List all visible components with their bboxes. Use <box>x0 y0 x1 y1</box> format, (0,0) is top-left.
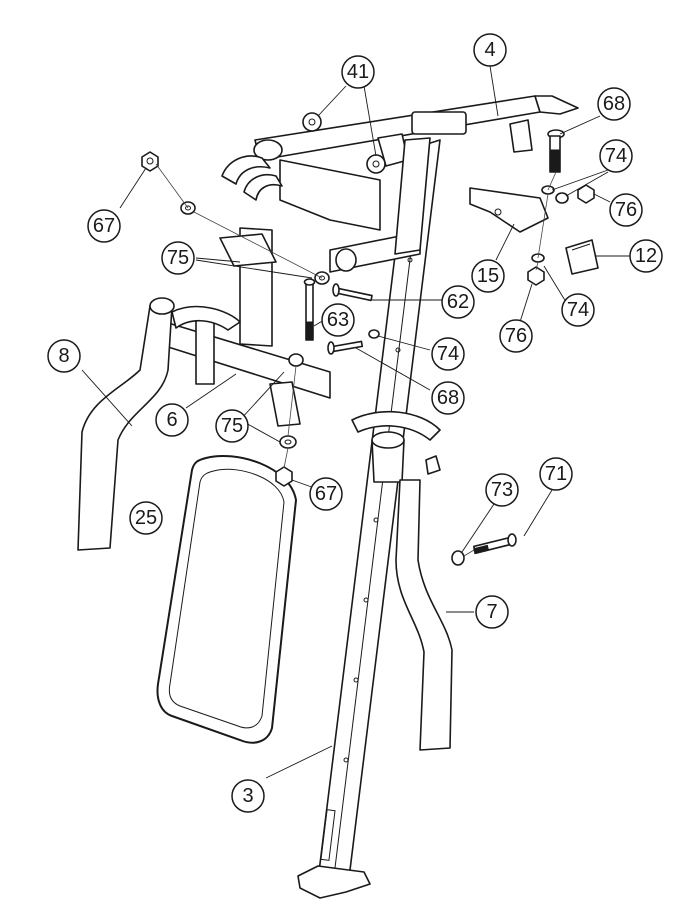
callout-7: 7 <box>475 595 509 629</box>
callout-74-mid-label: 74 <box>437 343 459 365</box>
callout-74-top-label: 74 <box>605 145 627 167</box>
alignment-lines <box>155 163 557 557</box>
callout-74-right-label: 74 <box>567 299 589 321</box>
callout-71: 71 <box>539 457 573 491</box>
callout-63: 63 <box>321 303 355 337</box>
left-press-arm-part <box>77 227 331 551</box>
callout-12-label: 12 <box>635 245 657 267</box>
callout-68-mid: 68 <box>431 381 465 415</box>
callout-8-label: 8 <box>58 345 69 367</box>
callout-67-lower-label: 67 <box>315 483 337 505</box>
callout-75-top: 75 <box>161 241 195 275</box>
top-beam-part <box>221 95 579 231</box>
callout-25-label: 25 <box>135 507 157 529</box>
callout-7-label: 7 <box>486 601 497 623</box>
callout-63-label: 63 <box>327 309 349 331</box>
callout-41: 41 <box>341 55 375 89</box>
callout-25: 25 <box>129 501 163 535</box>
callout-62: 62 <box>441 285 475 319</box>
callout-68-top-label: 68 <box>603 93 625 115</box>
callout-3: 3 <box>231 779 265 813</box>
callout-74-top: 74 <box>599 139 633 173</box>
callout-76-lower: 76 <box>499 319 533 353</box>
callout-67-top: 67 <box>87 209 121 243</box>
callout-74-mid: 74 <box>431 337 465 371</box>
callout-74-right: 74 <box>561 293 595 327</box>
callout-6: 6 <box>155 403 189 437</box>
callout-6-label: 6 <box>166 409 177 431</box>
callout-75-lower-label: 75 <box>221 415 243 437</box>
callout-71-label: 71 <box>545 463 567 485</box>
callout-68-mid-label: 68 <box>437 387 459 409</box>
callout-73-label: 73 <box>491 479 513 501</box>
callout-67-top-label: 67 <box>93 215 115 237</box>
callout-76-top: 76 <box>609 193 643 227</box>
inner-crossbar-part <box>329 137 431 273</box>
callout-41-label: 41 <box>347 61 369 83</box>
callout-75-top-label: 75 <box>167 247 189 269</box>
callout-76-lower-label: 76 <box>505 325 527 347</box>
callout-62-label: 62 <box>447 291 469 313</box>
callout-4-label: 4 <box>484 39 495 61</box>
callout-8: 8 <box>47 339 81 373</box>
callout-73: 73 <box>485 473 519 507</box>
leader-lines <box>81 65 630 779</box>
seat-pad-part <box>156 454 298 744</box>
callout-76-top-label: 76 <box>615 199 637 221</box>
callout-3-label: 3 <box>242 785 253 807</box>
pivot-bracket-part <box>469 187 599 275</box>
callout-4: 4 <box>473 33 507 67</box>
callout-67-lower: 67 <box>309 477 343 511</box>
right-press-arm-part <box>351 410 453 751</box>
callout-12: 12 <box>629 239 663 273</box>
callout-15-label: 15 <box>477 265 499 287</box>
callout-15: 15 <box>471 259 505 293</box>
fasteners-group <box>141 112 595 566</box>
callout-68-top: 68 <box>597 87 631 121</box>
callout-75-lower: 75 <box>215 409 249 443</box>
